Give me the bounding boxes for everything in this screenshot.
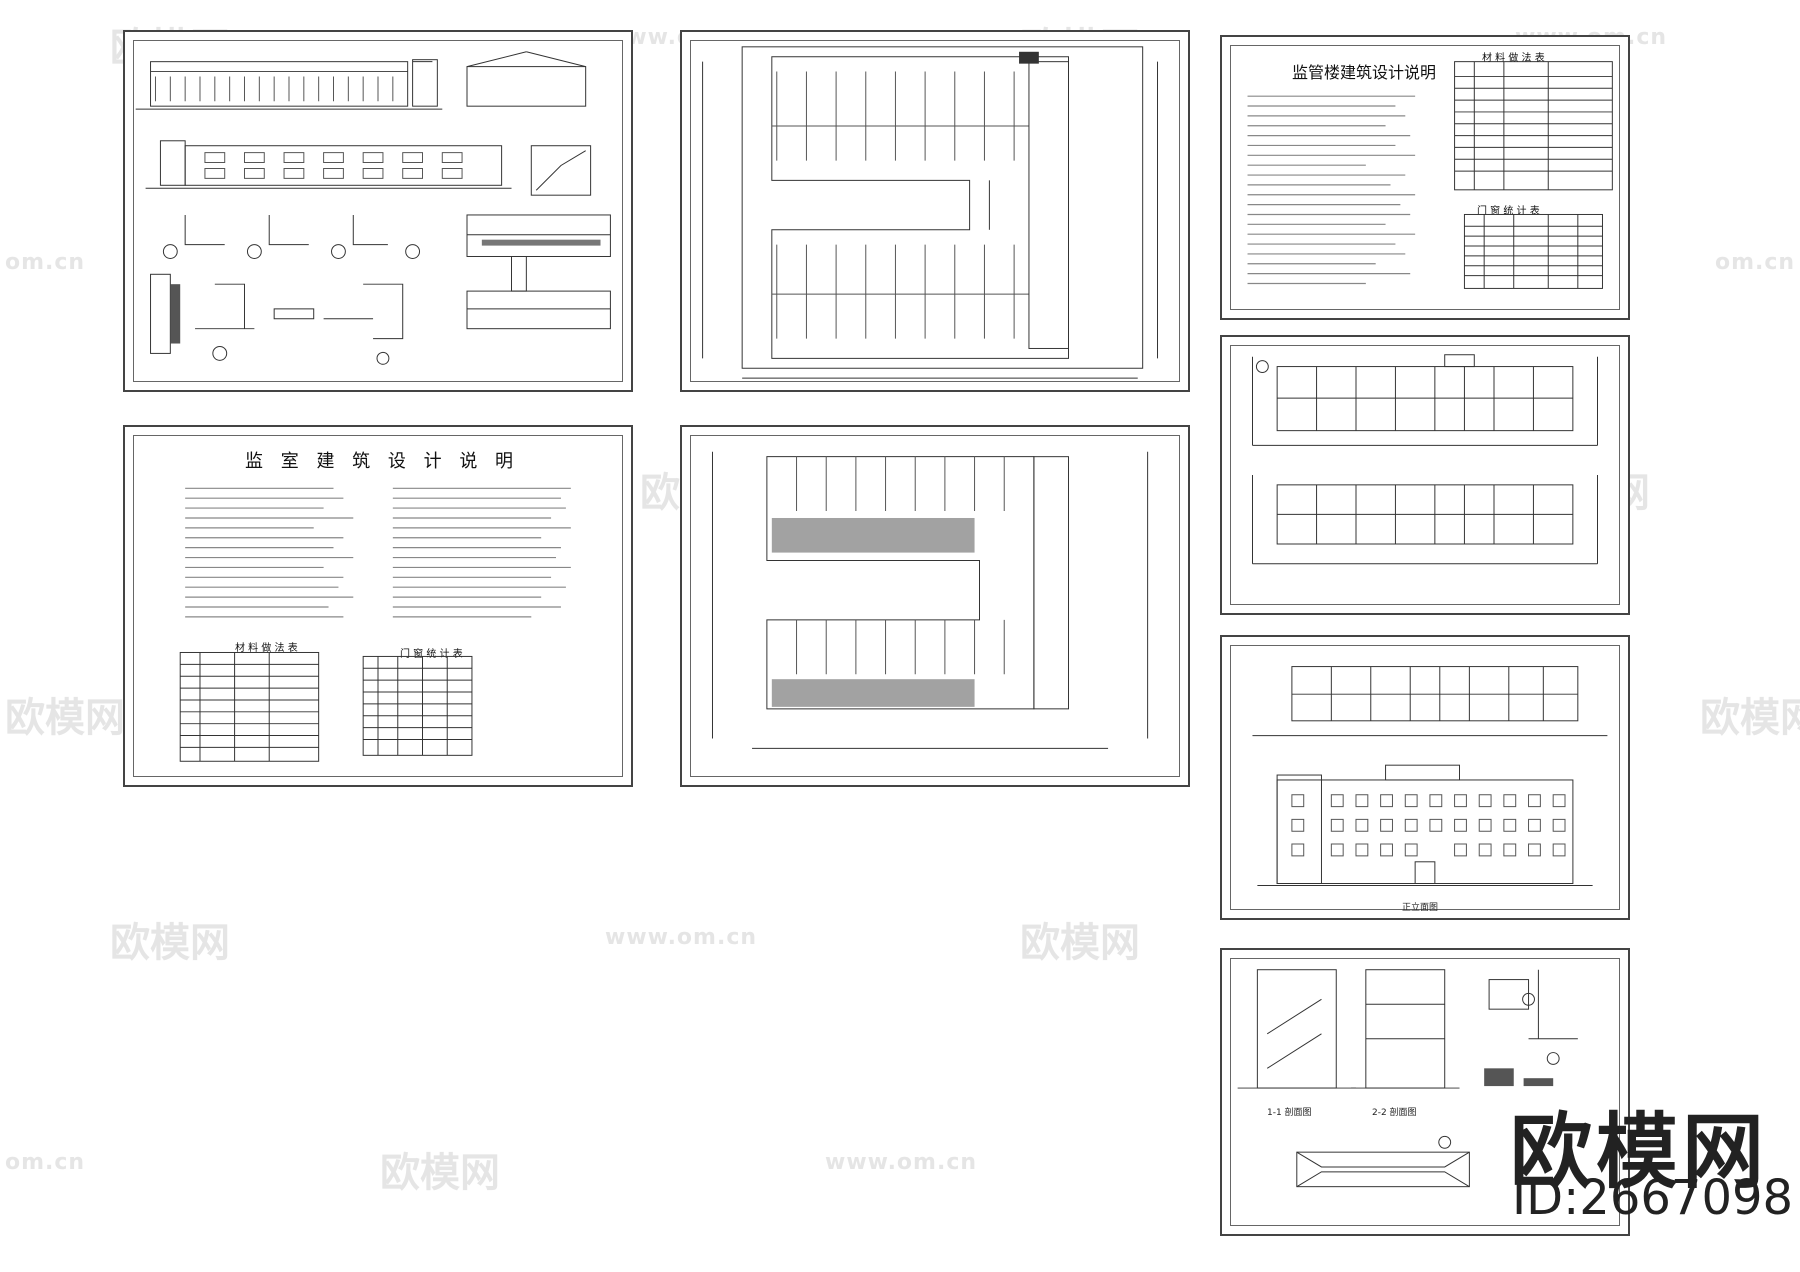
watermark-logo: 欧模网 [1020, 920, 1140, 966]
supervision-materials-table-title: 材 料 做 法 表 [1482, 53, 1545, 64]
sheet-elevation: 正立面图 [1220, 635, 1630, 920]
supervision-notes-title: 监管楼建筑设计说明 [1292, 63, 1437, 82]
front-elevation-label: 正立面图 [1402, 903, 1439, 913]
sheet-supervision-floor-plans [1220, 335, 1630, 615]
sheet-supervision-design-notes: 监管楼建筑设计说明 材 料 做 法 表 门 窗 统 计 表 [1220, 35, 1630, 320]
supervision-door-window-table-title: 门 窗 统 计 表 [1477, 206, 1540, 217]
prison-materials-table-title: 材 料 做 法 表 [235, 643, 298, 654]
prison-notes-drawing [179, 487, 571, 762]
sheet-floor-plan-upper [680, 30, 1190, 392]
elevation-details-drawing [135, 51, 611, 365]
prison-notes-title: 监 室 建 筑 设 计 说 明 [245, 451, 520, 472]
watermark-url: www.om.cn [825, 1150, 978, 1175]
brand-id-label: ID:2667098 [1512, 1170, 1794, 1226]
floor-plan-upper-drawing [702, 46, 1159, 379]
watermark-logo: 欧模网 [1700, 695, 1800, 741]
brand-logo-text: 欧模网 [1510, 1105, 1769, 1200]
elevation-sheet-drawing [1252, 666, 1608, 886]
watermark-logo: 欧模网 [110, 920, 230, 966]
watermark-url: om.cn [5, 250, 86, 275]
watermark-url: om.cn [1715, 250, 1796, 275]
sections-drawing [1237, 969, 1578, 1188]
section-2-label: 2-2 剖面图 [1372, 1108, 1417, 1118]
sheet-floor-plan-lower [680, 425, 1190, 787]
sheet-sections: 1-1 剖面图 2-2 剖面图 [1220, 948, 1630, 1236]
watermark-url: om.cn [5, 1150, 86, 1175]
sheet-prison-design-notes: 监 室 建 筑 设 计 说 明 材 料 做 法 表 门 窗 统 计 表 [123, 425, 633, 787]
section-1-label: 1-1 剖面图 [1267, 1108, 1312, 1118]
supervision-floor-plans-drawing [1252, 354, 1598, 565]
supervision-notes-drawing [1247, 61, 1613, 289]
sheet-elevations-details [123, 30, 633, 392]
watermark-logo: 欧模网 [380, 1150, 500, 1196]
watermark-url: www.om.cn [605, 925, 758, 950]
watermark-logo: 欧模网 [5, 695, 125, 741]
floor-plan-lower-drawing [711, 451, 1149, 749]
prison-door-window-table-title: 门 窗 统 计 表 [400, 649, 463, 660]
